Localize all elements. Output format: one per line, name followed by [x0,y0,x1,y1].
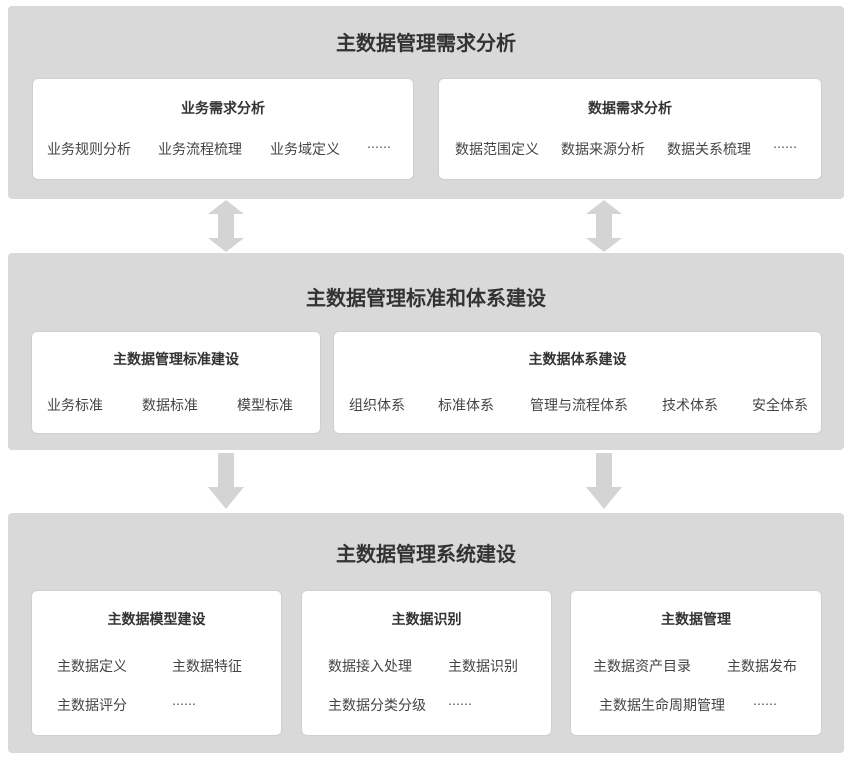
card-title: 业务需求分析 [181,101,265,117]
item-org-system: 组织体系 [349,398,405,414]
double-arrow-icon [586,200,622,252]
item-data-source: 数据来源分析 [561,142,645,158]
item-security-system: 安全体系 [752,398,808,414]
section-title: 主数据管理系统建设 [336,542,516,566]
card-title: 主数据模型建设 [107,612,206,628]
section-standards-system: 主数据管理标准和体系建设 主数据管理标准建设 业务标准 数据标准 模型标准 主数… [8,253,844,450]
item-md-feature: 主数据特征 [172,659,242,675]
item-tech-system: 技术体系 [662,398,718,414]
item-business-rules: 业务规则分析 [47,142,131,158]
arrow-down-icon [586,453,622,509]
section-title: 主数据管理标准和体系建设 [306,286,546,310]
card-md-management: 主数据管理 主数据资产目录 主数据发布 主数据生命周期管理 …… [570,590,822,736]
double-arrow-icon [208,200,244,252]
item-ellipsis: …… [753,694,777,708]
item-ellipsis: …… [448,694,472,708]
card-title: 数据需求分析 [588,101,672,117]
item-ellipsis: …… [773,137,797,151]
card-md-identification: 主数据识别 数据接入处理 主数据识别 主数据分类分级 …… [301,590,552,736]
card-standards-building: 主数据管理标准建设 业务标准 数据标准 模型标准 [31,331,321,434]
item-md-lifecycle: 主数据生命周期管理 [599,698,725,714]
item-data-ingestion: 数据接入处理 [328,659,412,675]
item-ellipsis: …… [172,694,196,708]
item-md-identify: 主数据识别 [448,659,518,675]
item-business-standard: 业务标准 [47,398,103,414]
card-model-building: 主数据模型建设 主数据定义 主数据特征 主数据评分 …… [31,590,282,736]
card-system-building: 主数据体系建设 组织体系 标准体系 管理与流程体系 技术体系 安全体系 [333,331,822,434]
card-business-requirements: 业务需求分析 业务规则分析 业务流程梳理 业务域定义 …… [32,78,414,180]
item-process-system: 管理与流程体系 [530,398,628,414]
item-md-classify: 主数据分类分级 [328,698,426,714]
item-md-catalog: 主数据资产目录 [593,659,691,675]
item-business-process: 业务流程梳理 [158,142,242,158]
item-data-standard: 数据标准 [142,398,198,414]
item-business-domain: 业务域定义 [270,142,340,158]
section-title: 主数据管理需求分析 [336,31,516,55]
section-requirements-analysis: 主数据管理需求分析 业务需求分析 业务规则分析 业务流程梳理 业务域定义 …… … [8,6,844,199]
card-title: 主数据识别 [391,612,462,628]
item-ellipsis: …… [367,137,391,151]
item-model-standard: 模型标准 [237,398,293,414]
item-md-publish: 主数据发布 [727,659,797,675]
item-standard-system: 标准体系 [438,398,494,414]
card-title: 主数据管理 [661,612,731,628]
card-title: 主数据管理标准建设 [113,352,239,368]
section-system-construction: 主数据管理系统建设 主数据模型建设 主数据定义 主数据特征 主数据评分 …… 主… [8,513,844,753]
card-data-requirements: 数据需求分析 数据范围定义 数据来源分析 数据关系梳理 …… [438,78,822,180]
arrow-down-icon [208,453,244,509]
item-data-scope: 数据范围定义 [455,142,539,158]
item-md-definition: 主数据定义 [57,659,127,675]
card-title: 主数据体系建设 [528,352,627,368]
item-md-score: 主数据评分 [57,698,127,714]
item-data-relation: 数据关系梳理 [667,142,751,158]
